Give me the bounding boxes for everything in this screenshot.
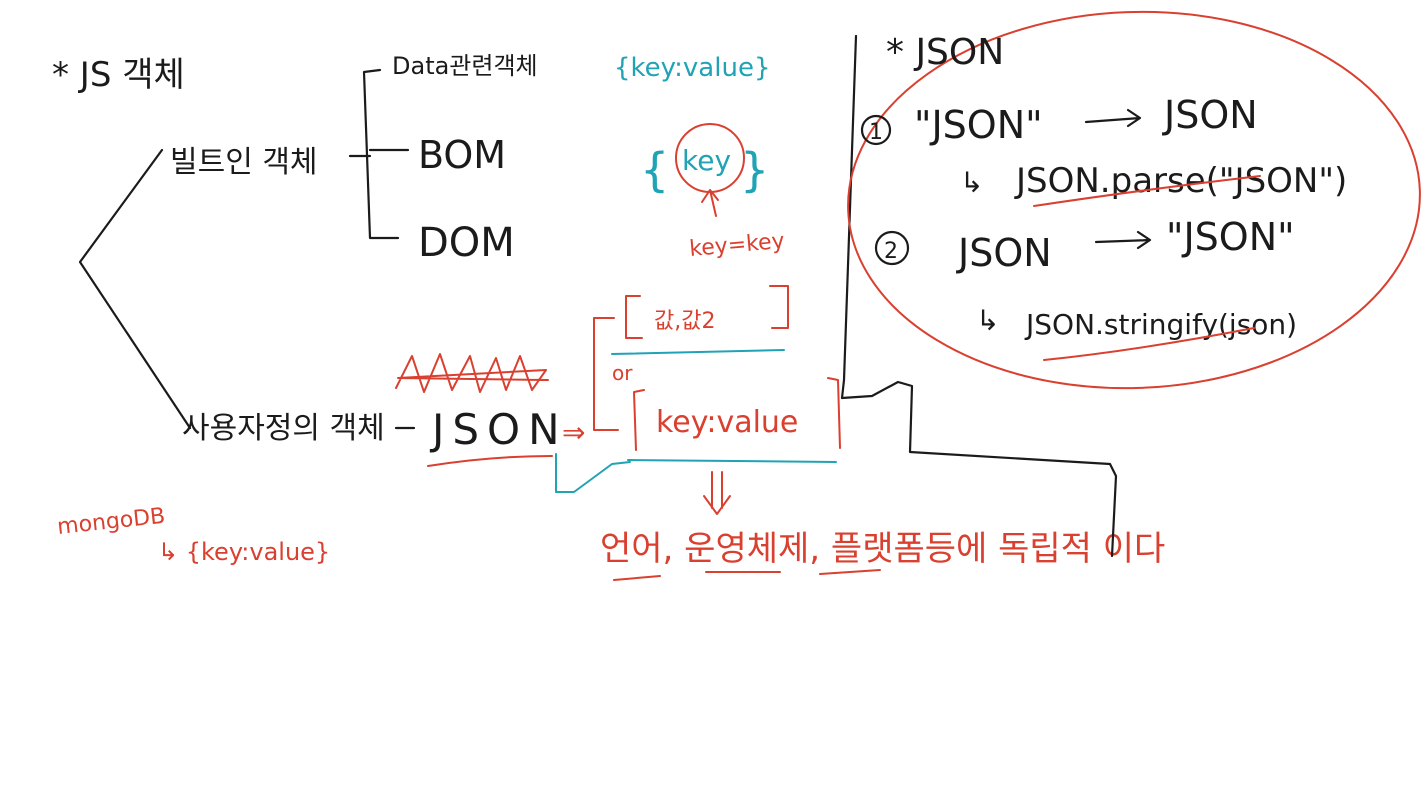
- item2-to: "JSON": [1166, 215, 1295, 259]
- json-heading: * JSON: [886, 32, 1004, 73]
- item1-number: 1: [869, 120, 883, 145]
- item2-from: JSON: [956, 231, 1052, 275]
- kv-bottom-underline: [627, 459, 837, 463]
- item2-underline: [1043, 327, 1255, 361]
- choice-bracket: [593, 317, 619, 431]
- mongodb-value: ↳ {key:value}: [158, 538, 330, 566]
- json-red-circle: [847, 10, 1421, 390]
- key-arrow: [701, 189, 719, 217]
- bom-item: BOM: [418, 133, 506, 177]
- kv-bottom: key:value: [656, 405, 798, 440]
- down-double-arrow: [703, 471, 731, 515]
- item2-sub-arrow: ↳: [976, 304, 999, 337]
- or-label: or: [612, 361, 633, 385]
- tree-branch-lines: [78, 148, 192, 430]
- item1-method: JSON.parse("JSON"): [1014, 161, 1347, 201]
- item1-to: JSON: [1162, 93, 1258, 137]
- key-brace-close: }: [740, 143, 769, 197]
- js-object-heading: * JS 객체: [52, 55, 185, 95]
- json-box-outline: [840, 34, 1118, 558]
- kv-top-teal: {key:value}: [614, 53, 770, 83]
- array-underline: [611, 349, 785, 355]
- item1-number-circle: [860, 114, 892, 146]
- item1-underline: [1033, 175, 1261, 207]
- json-underline: [427, 455, 553, 467]
- builtin-object-label: 빌트인 객체: [170, 145, 318, 180]
- item1-from: "JSON": [914, 103, 1043, 147]
- data-object-item: Data관련객체: [392, 52, 538, 80]
- dom-item: DOM: [418, 220, 515, 266]
- key-brace-open: {: [640, 143, 669, 197]
- array-bracket: [625, 285, 789, 339]
- item1-sub-arrow: ↳: [960, 166, 983, 199]
- key-word-teal: key: [682, 144, 731, 177]
- item2-arrow: [1094, 230, 1152, 250]
- item2-number-circle: [874, 230, 910, 266]
- item2-number: 2: [884, 239, 898, 264]
- user-json-label: JSON: [429, 405, 568, 454]
- key-equals-key: key=key: [688, 229, 785, 262]
- scribble-mark: [395, 353, 549, 393]
- teal-connector: [555, 453, 631, 493]
- array-values: 값,값2: [654, 309, 715, 334]
- object-bracket: [633, 377, 841, 451]
- mongodb-label: mongoDB: [56, 504, 166, 540]
- item1-arrow: [1084, 108, 1142, 128]
- independent-text: 언어, 운영체제, 플랫폼등에 독립적 이다: [600, 529, 1165, 569]
- builtin-bracket: [348, 68, 410, 240]
- arrow-double: ⇒: [562, 416, 585, 449]
- user-object-label: 사용자정의 객체: [182, 411, 385, 446]
- independent-underline: [613, 569, 881, 581]
- item2-method: JSON.stringify(json): [1024, 308, 1297, 341]
